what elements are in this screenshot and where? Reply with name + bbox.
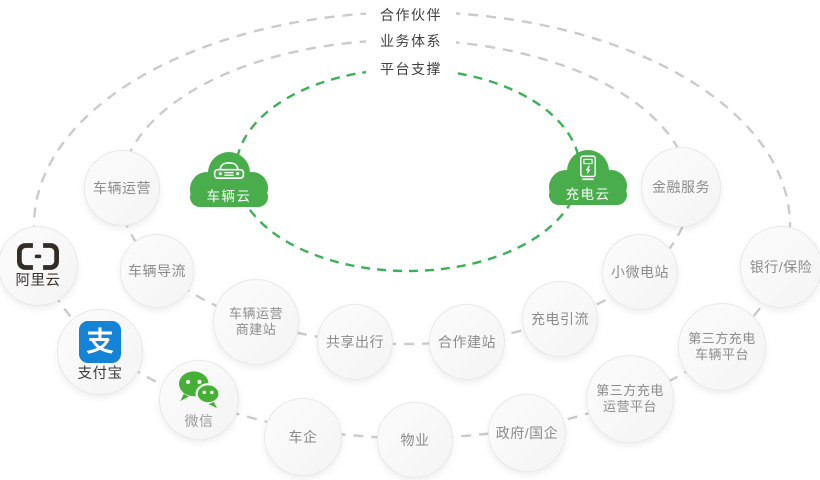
node-micro-power-station: 小微电站	[602, 234, 678, 310]
node-label: 车企	[288, 428, 318, 445]
node-label: 阿里云	[15, 272, 61, 289]
charging-cloud-label: 充电云	[565, 187, 611, 202]
node-label: 车辆运营	[93, 179, 151, 196]
platform-ring-ellipse	[234, 67, 582, 273]
node-label-line2: 运营平台	[602, 399, 657, 414]
node-label: 金融服务	[652, 178, 710, 195]
node-wechat: 微信	[159, 360, 239, 440]
node-aliyun: 阿里云	[0, 226, 78, 306]
node-label: 小微电站	[611, 263, 669, 280]
charging-cloud-node: 充电云	[540, 147, 636, 211]
node-label: 充电引流	[531, 310, 589, 327]
node-label: 银行/保险	[749, 258, 813, 275]
alipay-logo-icon: 支	[79, 321, 121, 363]
node-label-line2: 商建站	[235, 322, 277, 337]
ring-label-platform: 平台支撑	[366, 61, 456, 77]
node-shared-mobility: 共享出行	[317, 304, 393, 380]
aliyun-logo-icon	[17, 242, 59, 270]
node-label: 车辆导流	[128, 262, 186, 279]
node-thirdparty-charging-operation-platform: 第三方充电 运营平台	[586, 355, 674, 443]
node-vehicle-diversion: 车辆导流	[120, 234, 194, 308]
node-label-line1: 第三方充电	[688, 331, 756, 346]
node-bank-insurance: 银行/保险	[740, 226, 820, 308]
node-vehicle-operation: 车辆运营	[84, 150, 160, 226]
node-label: 合作建站	[438, 333, 496, 350]
node-charging-diversion: 充电引流	[522, 281, 598, 357]
node-government-soe: 政府/国企	[488, 394, 566, 472]
node-property-management: 物业	[377, 402, 453, 478]
node-label-line1: 车辆运营	[228, 306, 283, 321]
node-label-line1: 第三方充电	[596, 383, 664, 398]
node-financial-services: 金融服务	[641, 147, 721, 227]
node-label: 政府/国企	[495, 424, 559, 441]
node-label-line2: 车辆平台	[694, 347, 749, 362]
node-thirdparty-charging-vehicle-platform: 第三方充电 车辆平台	[678, 303, 766, 391]
ring-label-business: 业务体系	[366, 33, 456, 49]
node-cooperative-station: 合作建站	[429, 304, 505, 380]
charging-station-icon	[580, 155, 596, 181]
node-alipay: 支 支付宝	[57, 309, 143, 395]
wechat-logo-icon	[179, 371, 221, 409]
node-label: 物业	[400, 431, 430, 448]
node-car-companies: 车企	[264, 398, 342, 476]
node-label: 微信	[184, 413, 214, 429]
vehicle-cloud-label: 车辆云	[206, 189, 252, 204]
node-label: 共享出行	[326, 333, 384, 350]
ring-label-partners: 合作伙伴	[366, 7, 456, 23]
node-vehicle-operator-station: 车辆运营 商建站	[213, 279, 299, 365]
car-icon	[213, 162, 245, 180]
vehicle-cloud-node: 车辆云	[181, 149, 277, 213]
node-label: 支付宝	[77, 366, 123, 382]
